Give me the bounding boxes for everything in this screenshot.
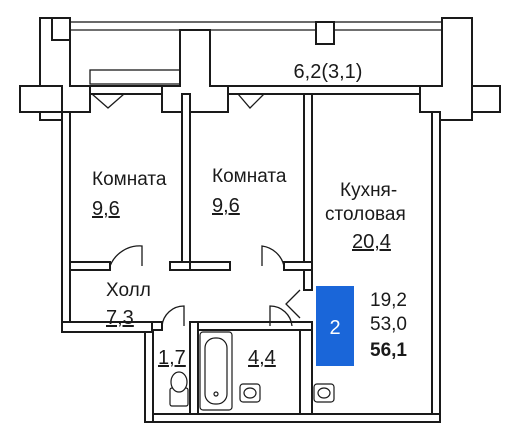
balcony: [69, 21, 466, 93]
total-area: 56,1: [370, 340, 407, 361]
balcony-area: 6,2(3,1): [294, 61, 363, 83]
area-without-balcony: 53,0: [370, 314, 407, 335]
living-area: 19,2: [370, 290, 407, 311]
room-left-name: Комната: [92, 169, 167, 190]
rooms-count: 2: [329, 317, 340, 339]
kitchen-name-line2: столовая: [325, 204, 406, 225]
rooms-count-badge: [316, 286, 354, 366]
door-swings: [91, 93, 301, 327]
kitchen-area: 20,4: [352, 231, 391, 253]
hall-name: Холл: [106, 280, 151, 301]
bathroom-sink: [239, 383, 261, 403]
bathroom-area: 4,4: [248, 347, 276, 369]
bathtub: [199, 331, 233, 411]
summary-block: 2 19,2 53,0 56,1: [316, 286, 407, 366]
room-middle-name: Комната: [212, 166, 287, 187]
room-left-area: 9,6: [92, 198, 120, 220]
room-middle-area: 9,6: [212, 195, 240, 217]
hall-area: 7,3: [106, 307, 134, 329]
toilet-area: 1,7: [158, 347, 186, 369]
interior-walls: [69, 93, 313, 415]
kitchen-sink: [313, 383, 335, 403]
outer-walls: [39, 85, 481, 423]
wall-piers: [19, 17, 501, 121]
kitchen-name-line1: Кухня-: [340, 180, 397, 201]
toilet-fixture: [169, 371, 189, 407]
